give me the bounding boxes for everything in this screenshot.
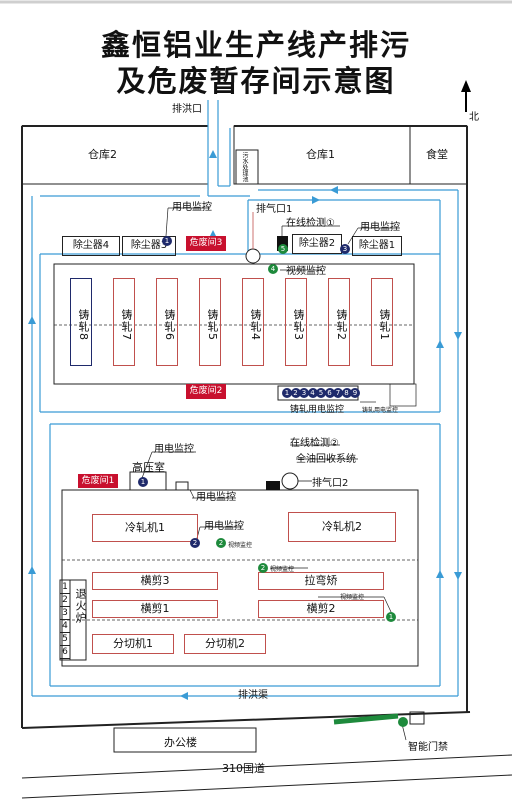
shear-3: 横剪3 <box>92 572 218 590</box>
office-building <box>113 727 257 753</box>
gate-label: 智能门禁 <box>408 742 448 753</box>
warehouse-1-label: 仓库1 <box>306 148 335 161</box>
furnace-slot-2: 2 <box>60 594 70 607</box>
exhaust-2-icon <box>281 472 299 490</box>
drain-label: 排洪渠 <box>238 690 268 701</box>
sewage-tank-label: 污水处理池 <box>241 152 248 182</box>
shear-1: 横剪1 <box>92 600 218 618</box>
caster-6: 铸轧6 <box>156 278 178 366</box>
video-monitor-label-2: 视频监控 <box>228 542 253 549</box>
dust-collector-2: 除尘器2 <box>292 234 342 254</box>
slitter-1: 分切机1 <box>92 634 174 654</box>
dot-video-shear: 1 <box>386 612 396 622</box>
exhaust-2-label: 排气口2 <box>312 478 349 489</box>
canteen-label: 食堂 <box>426 148 448 161</box>
dot-casting-4: 4 <box>307 388 318 398</box>
stretch-bender: 拉弯矫 <box>258 572 384 590</box>
video-monitor-label-4: 视频监控 <box>340 594 365 601</box>
furnace-slot-1: 1 <box>60 581 70 594</box>
hv-meter-box <box>175 481 189 491</box>
shear-2: 横剪2 <box>258 600 384 618</box>
dot-casting-3: 3 <box>299 388 309 398</box>
dot-video-2: 2 <box>216 538 226 548</box>
office-label: 办公楼 <box>164 736 197 749</box>
drainage-pipes <box>31 100 459 697</box>
caster-1: 铸轧1 <box>371 278 393 366</box>
oil-recovery-label: 全油回收系统 <box>296 454 356 465</box>
dot-cold-power: 2 <box>190 538 200 548</box>
casting-power-label: 铸轧用电监控 <box>290 405 345 415</box>
casting-hall <box>53 263 415 385</box>
cold-mill-2: 冷轧机2 <box>288 512 396 542</box>
caster-4: 铸轧4 <box>242 278 264 366</box>
furnace-slot-5: 5 <box>60 633 70 646</box>
dot-dust2-online: 5 <box>278 244 288 254</box>
power-monitor-label-2: 用电监控 <box>360 222 400 233</box>
online-monitor-2-label: 在线检测② <box>290 438 339 449</box>
caster-2: 铸轧2 <box>328 278 350 366</box>
caster-3: 铸轧3 <box>285 278 307 366</box>
dot-casting-6: 6 <box>324 388 335 398</box>
online-monitor-2-icon <box>266 481 280 490</box>
north-arrow-icon <box>461 80 471 112</box>
exhaust-1-label: 排气口1 <box>256 204 293 215</box>
rolling-hall <box>61 489 419 667</box>
caster-5: 铸轧5 <box>199 278 221 366</box>
video-monitor-label-3: 视频监控 <box>270 566 295 573</box>
dust-collector-4: 除尘器4 <box>62 236 120 256</box>
dot-video-top: 4 <box>268 264 278 274</box>
casting-power-small-label: 铸轧用电监控 <box>362 407 399 414</box>
online-monitor-1-label: 在线检测① <box>286 218 335 229</box>
dust-collector-3: 除尘器3 <box>122 236 176 256</box>
dot-casting-1: 1 <box>282 388 292 398</box>
dot-casting-7: 7 <box>333 388 343 398</box>
furnace-slot-3: 3 <box>60 607 70 620</box>
hv-room-box <box>129 471 167 491</box>
hazard-room-1: 危废间1 <box>78 474 118 488</box>
hv-room-label: 高压室 <box>132 461 165 474</box>
power-monitor-label-3: 用电监控 <box>154 444 194 455</box>
exhaust-1-icon <box>245 248 261 264</box>
gate-barrier <box>333 713 399 725</box>
video-monitor-label-1: 视频监控 <box>286 266 326 277</box>
dot-dust1-power: 3 <box>340 244 350 254</box>
power-monitor-label-1: 用电监控 <box>172 202 212 213</box>
dot-hv-power: 1 <box>138 477 148 487</box>
power-monitor-label-5: 用电监控 <box>204 521 244 532</box>
dot-casting-5: 5 <box>316 388 326 398</box>
power-monitor-label-4: 用电监控 <box>196 492 236 503</box>
furnace-slot-4: 4 <box>60 620 70 633</box>
furnace-slot-6: 6 <box>60 646 70 659</box>
dot-video-bend: 2 <box>258 563 268 573</box>
road-edge-south <box>21 774 512 799</box>
online-monitor-1-icon <box>277 236 288 251</box>
road-label: 310国道 <box>222 762 265 775</box>
cold-mill-1: 冷轧机1 <box>92 514 198 542</box>
hazard-room-2: 危废间2 <box>186 384 226 399</box>
dust-collector-1: 除尘器1 <box>352 236 402 256</box>
dot-gate <box>398 717 408 727</box>
title-line-2: 及危废暂存间示意图 <box>116 64 396 98</box>
outfall-label: 排洪口 <box>172 104 202 115</box>
dot-dust3-power: 1 <box>162 236 172 246</box>
title-line-1: 鑫恒铝业生产线产排污 <box>100 28 411 62</box>
furnace-label: 退火炉 <box>74 588 87 624</box>
dot-casting-right: 9 <box>350 388 360 398</box>
dot-casting-8: 8 <box>341 388 352 398</box>
north-label: 北 <box>469 112 479 123</box>
dot-casting-2: 2 <box>290 388 301 398</box>
warehouse-2-label: 仓库2 <box>88 148 117 161</box>
callout-lines <box>141 207 407 741</box>
slitter-2: 分切机2 <box>184 634 266 654</box>
road-edge-north <box>21 754 512 779</box>
caster-7: 铸轧7 <box>113 278 135 366</box>
caster-8: 铸轧8 <box>70 278 92 366</box>
hazard-room-3: 危废间3 <box>186 236 226 251</box>
